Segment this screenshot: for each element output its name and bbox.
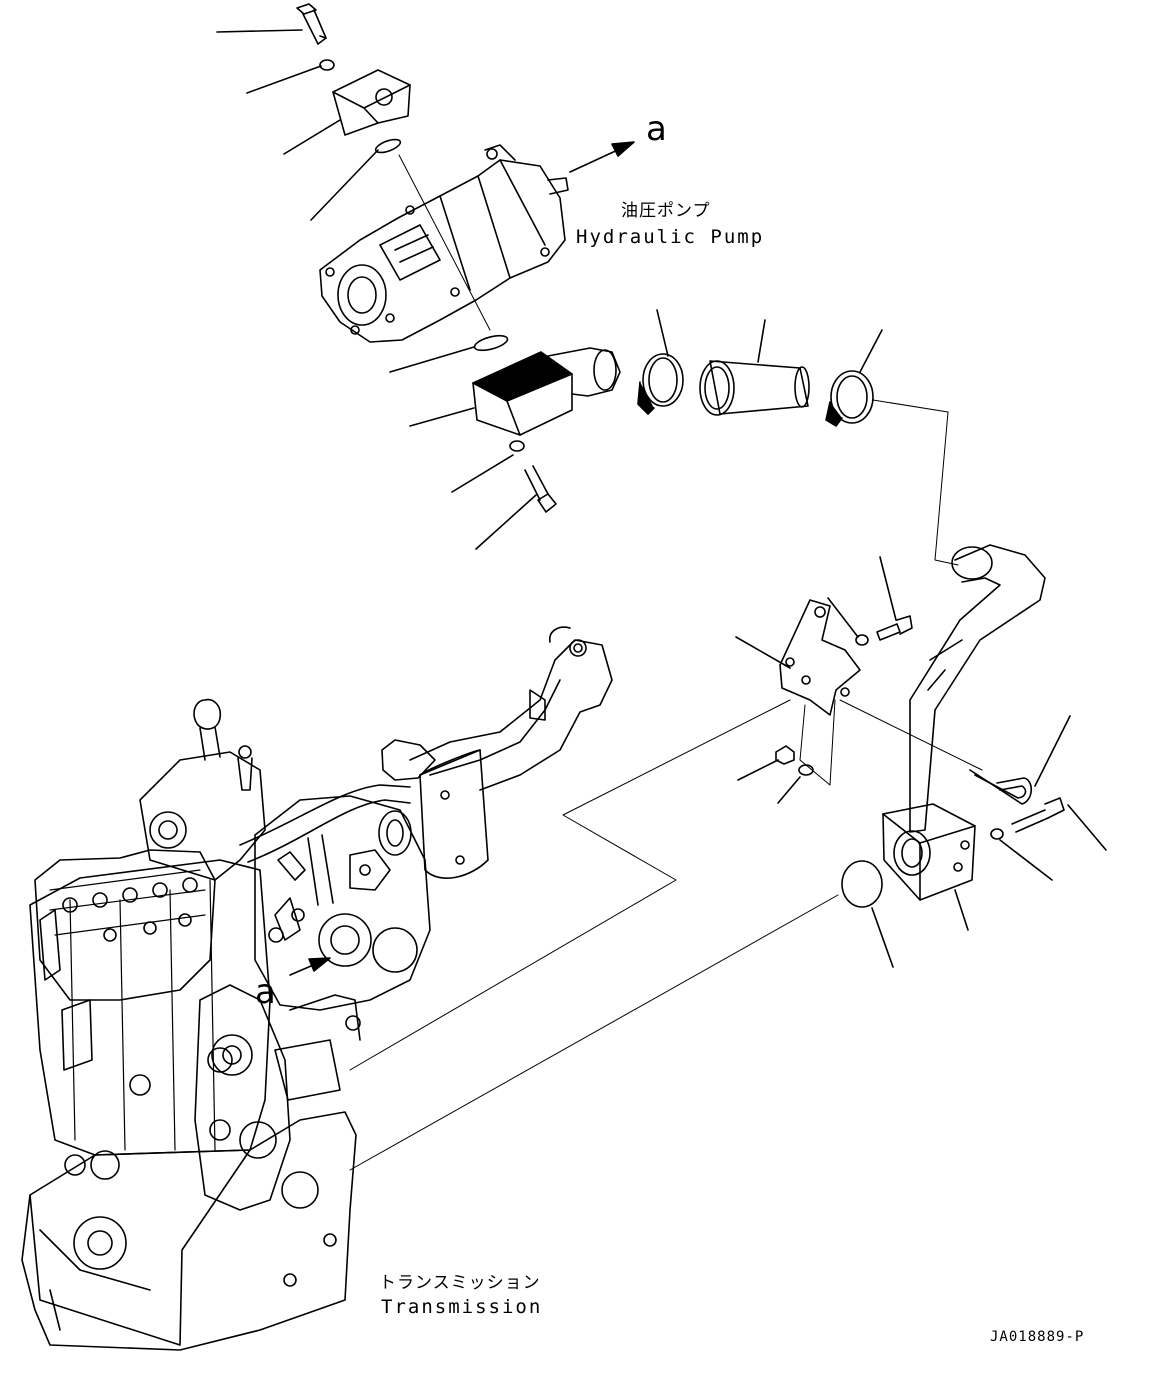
- right-flange-block: [882, 803, 976, 901]
- hose: [699, 319, 810, 416]
- right-washer: [990, 828, 1004, 840]
- bracket-nut: [775, 745, 795, 765]
- pump-label-en: Hydraulic Pump: [576, 226, 765, 248]
- bracket-lower-washer: [798, 764, 814, 776]
- hose-route-line: [872, 399, 959, 566]
- right-pipe: [909, 544, 1046, 833]
- top-flange-block: [332, 69, 411, 136]
- hose-clamp-right: [825, 329, 883, 427]
- transmission-arrow: [289, 957, 331, 976]
- lower-o-ring: [473, 334, 509, 352]
- bracket-washer: [855, 634, 869, 646]
- elbow-flange-block: [472, 347, 621, 436]
- reference-lines: [349, 699, 839, 1171]
- transmission-label-en: Transmission: [381, 1296, 543, 1318]
- bracket: [779, 599, 861, 716]
- leader-lines-top: [216, 29, 537, 550]
- hydraulic-pump: [319, 144, 569, 343]
- leader-lines-right: [871, 804, 1107, 968]
- drawing-code: JA018889-P: [990, 1329, 1085, 1345]
- top-o-ring: [374, 138, 402, 154]
- lower-washer: [509, 440, 525, 452]
- reference-a-bottom: a: [255, 972, 276, 1012]
- right-bolt: [1011, 797, 1065, 833]
- leader-lines-bracket: [735, 556, 983, 804]
- transmission: [21, 626, 613, 1351]
- top-washer: [319, 59, 335, 71]
- transmission-label-jp: トランスミッション: [379, 1273, 541, 1293]
- reference-a-top: a: [646, 109, 667, 149]
- top-bolt: [296, 3, 327, 45]
- hose-clamp-left: [637, 309, 684, 415]
- right-o-ring: [841, 860, 883, 908]
- lower-bolt: [524, 465, 557, 513]
- pump-label-jp: 油圧ポンプ: [621, 201, 711, 221]
- pump-arrow: [569, 141, 635, 173]
- bracket-bolt: [876, 615, 913, 641]
- u-bolt: [969, 715, 1071, 805]
